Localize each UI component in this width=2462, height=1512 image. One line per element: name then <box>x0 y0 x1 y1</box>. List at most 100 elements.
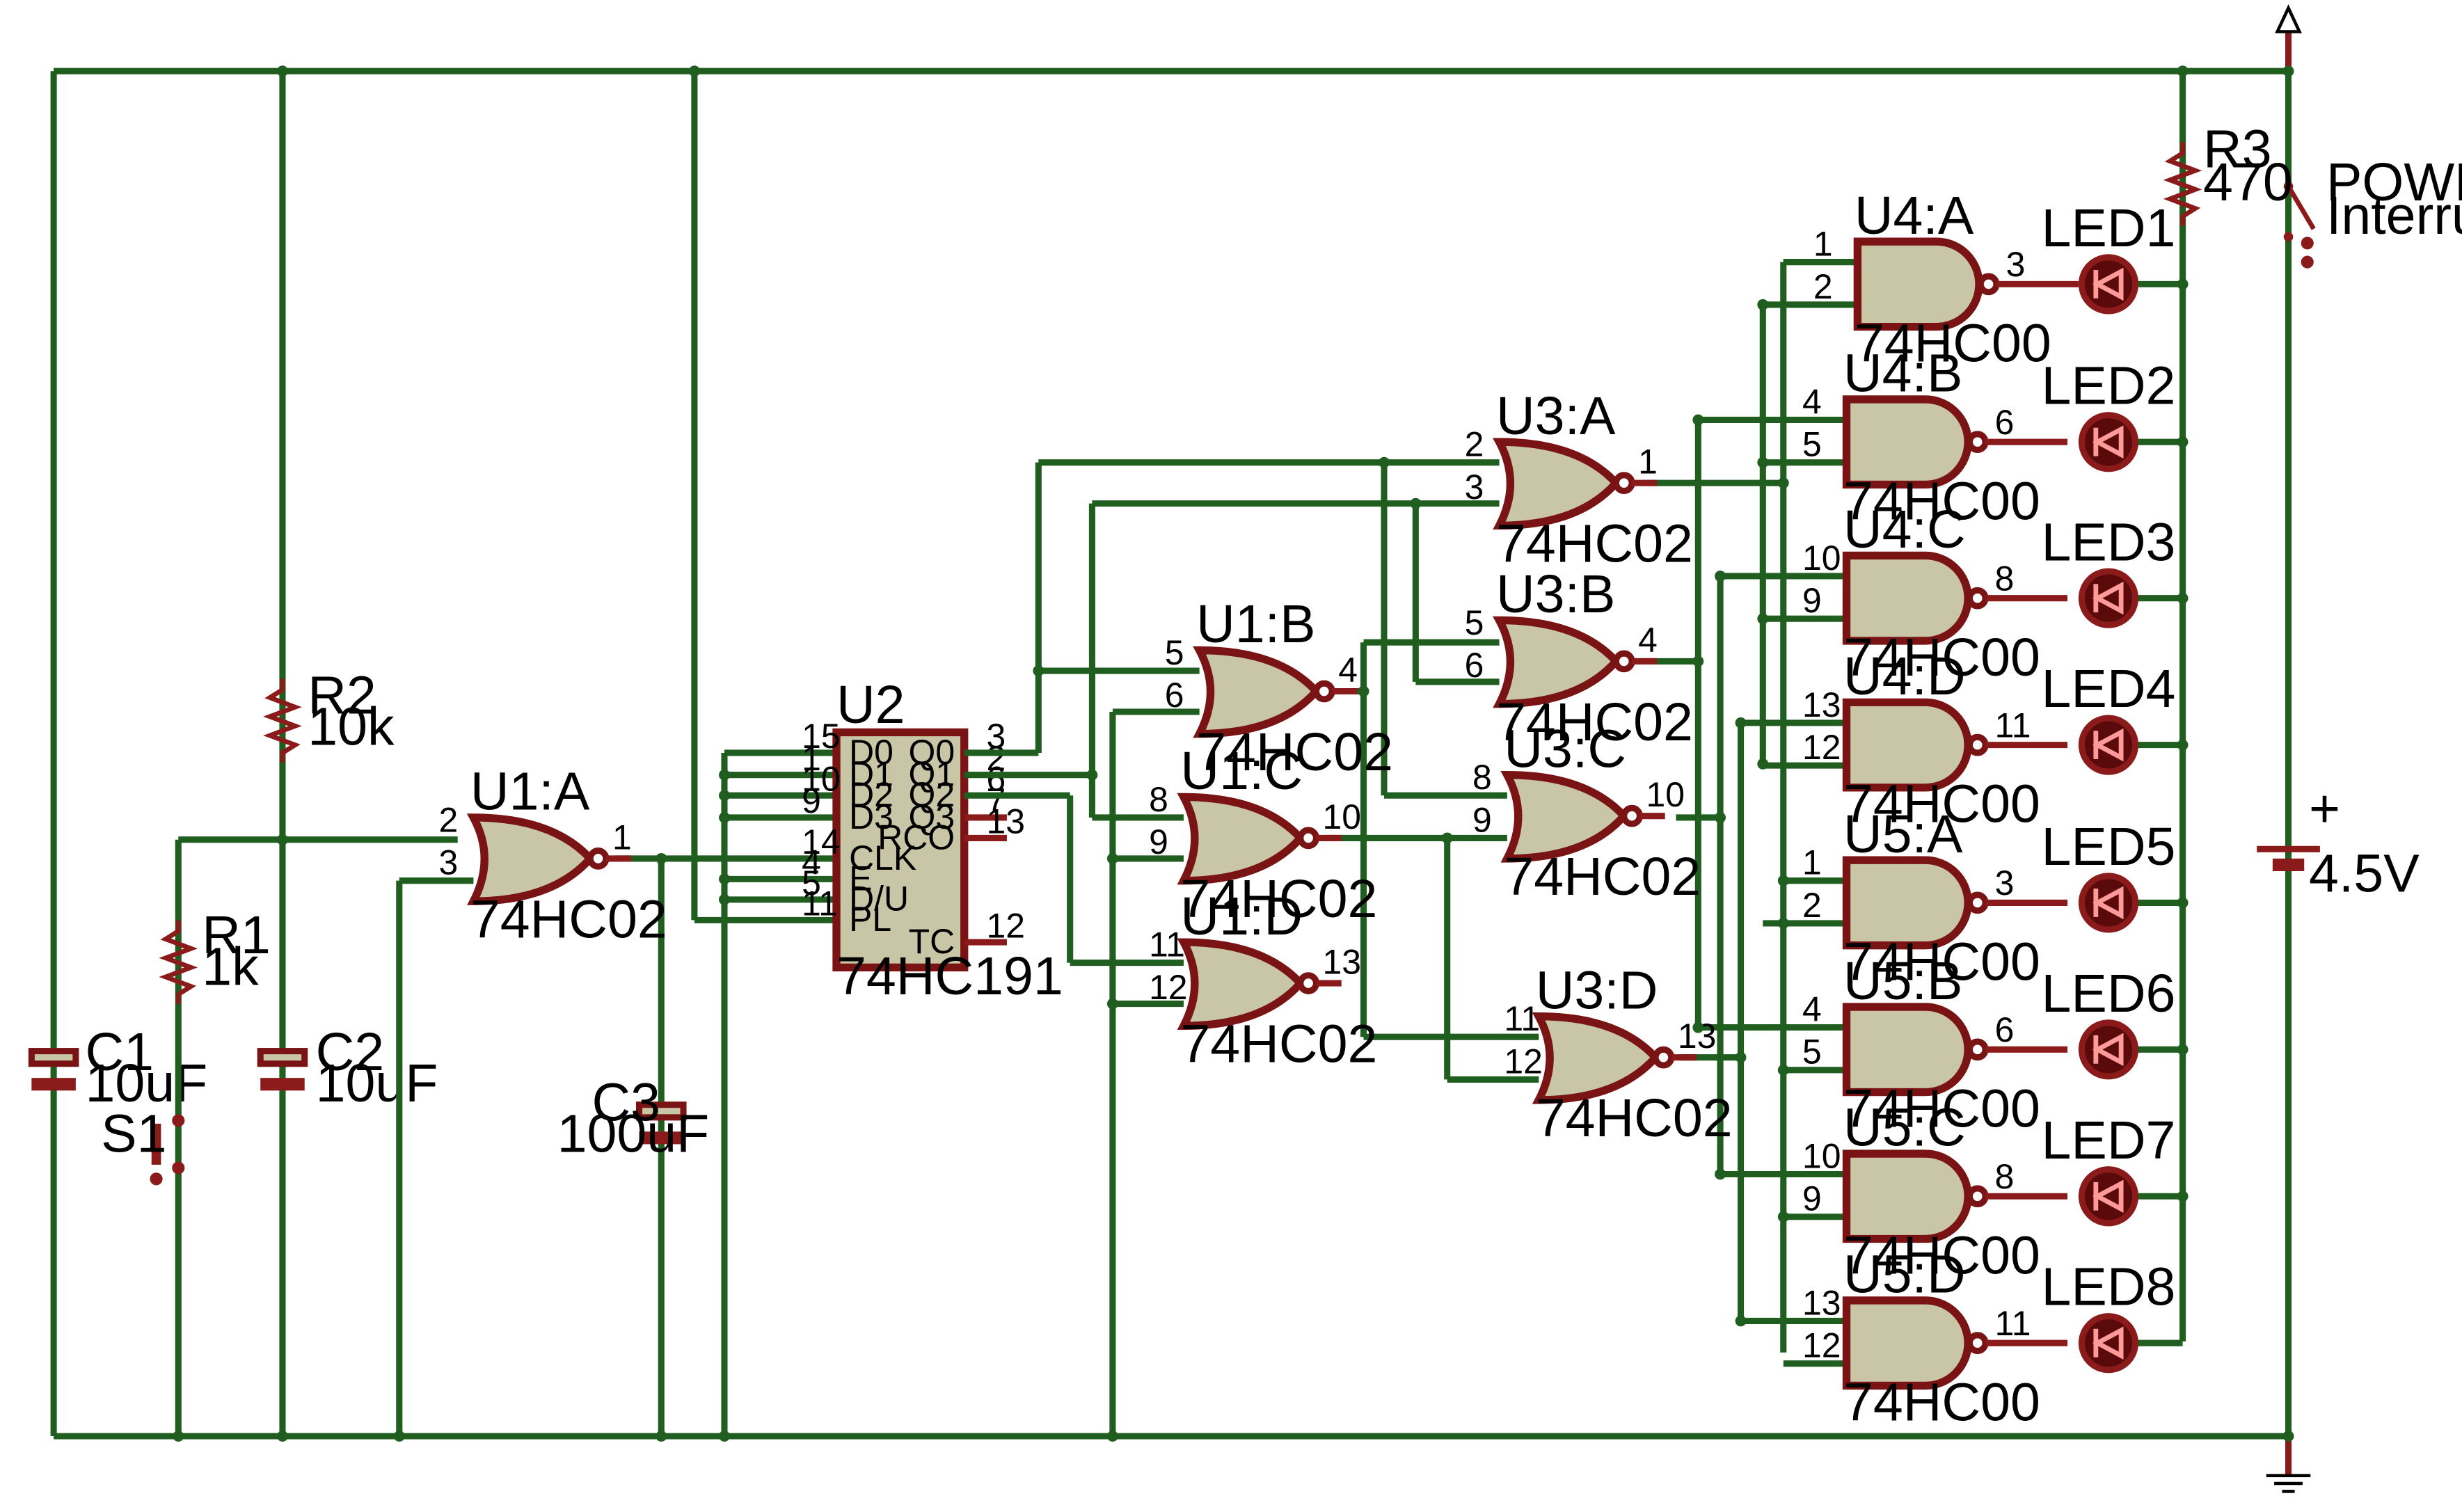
led: LED1 <box>2042 198 2176 315</box>
gate-pin: 2 <box>1813 267 1833 306</box>
gate-part: 74HC02 <box>1536 1088 1733 1148</box>
c1-value: 10uF <box>85 1053 207 1113</box>
gate-pin: 12 <box>1802 1326 1841 1365</box>
u2-pin-number: 4 <box>802 843 821 882</box>
u2-pin-label: D1 <box>849 755 894 794</box>
power-switch-sub: Interrupteur <box>2326 186 2462 246</box>
capacitor-c3: C3 100uF <box>557 858 709 1436</box>
r1-name: R1 <box>202 905 271 965</box>
u2-pin-number: 1 <box>802 739 821 778</box>
r3-name: R3 <box>2203 120 2272 180</box>
u2-pin-label: TC <box>909 922 955 961</box>
gate-pin: 3 <box>438 843 458 882</box>
gate-part: 74HC02 <box>1180 1014 1377 1074</box>
nand-input-wires <box>1698 259 1858 1367</box>
gate-part: 74HC02 <box>1180 869 1377 929</box>
led: LED7 <box>2042 1111 2175 1227</box>
gate-part: 74HC00 <box>1843 471 2040 531</box>
gate-pin: 5 <box>1165 633 1184 672</box>
gate-pin: 9 <box>1149 822 1168 861</box>
capacitor-c2: C2 10uF <box>257 1022 438 1113</box>
gate-name: U3:B <box>1496 564 1615 624</box>
u2-pin-label: Q0 <box>909 733 955 772</box>
led: LED5 <box>2042 817 2176 933</box>
c1-name: C1 <box>85 1022 154 1082</box>
u2-name: U2 <box>836 675 905 735</box>
nand-gates: U4:A74HC00123U4:B74HC00456U4:C74HC001098… <box>1802 186 2079 1432</box>
junction-dots <box>173 65 2294 1442</box>
gate-part: 74HC00 <box>1843 774 2040 834</box>
counter-output-wires <box>964 459 1500 1436</box>
gate-pin: 4 <box>1802 990 1822 1029</box>
gate-pin: 3 <box>1465 468 1484 507</box>
led: LED8 <box>2042 1257 2176 1374</box>
gate-name: U4:B <box>1843 344 1962 404</box>
gate-pin: 2 <box>1465 425 1484 464</box>
gate-part: 74HC00 <box>1843 1079 2040 1138</box>
led-name: LED1 <box>2042 198 2176 258</box>
gate-pin: 4 <box>1802 382 1822 421</box>
gate-pin: 2 <box>438 800 458 839</box>
resistor-r2: R2 10k <box>263 665 395 763</box>
led-name: LED4 <box>2042 659 2176 719</box>
gate-name: U3:C <box>1504 719 1626 779</box>
gate-pin: 4 <box>1338 651 1358 690</box>
u2-pin-number: 11 <box>802 884 838 923</box>
c3-name: C3 <box>591 1072 660 1132</box>
r2-value: 10k <box>308 697 395 757</box>
u2-pin-number: 10 <box>802 759 840 798</box>
gate-pin: 13 <box>1323 942 1361 981</box>
gate-pin: 1 <box>1638 443 1658 482</box>
led-name: LED8 <box>2042 1257 2176 1317</box>
battery-value: 4.5V <box>2309 844 2420 904</box>
u2-pin-label: D2 <box>849 775 894 814</box>
gate-pin: 6 <box>1995 403 2015 442</box>
gate-name: U3:D <box>1536 960 1658 1020</box>
gate-part: 74HC00 <box>1843 1372 2040 1432</box>
gate-pin: 10 <box>1802 1136 1841 1175</box>
gate-name: U1:D <box>1180 886 1303 946</box>
gate-pin: 13 <box>1802 685 1841 724</box>
led-name: LED5 <box>2042 817 2176 877</box>
gate-pin: 11 <box>1995 1304 2031 1343</box>
gate-pin: 10 <box>1323 797 1361 836</box>
power-switch-name: POWER <box>2326 152 2462 212</box>
gate-pin: 6 <box>1165 676 1184 715</box>
gate-name: U1:A <box>470 762 590 822</box>
gate-pin: 9 <box>1802 581 1822 620</box>
gate-pin: 3 <box>1995 864 2015 902</box>
gate-part: 74HC02 <box>470 889 667 949</box>
u2-pin-number: 7 <box>986 781 1006 820</box>
ground-icon <box>2266 1435 2311 1493</box>
gate-part: 74HC00 <box>1855 314 2051 374</box>
gate-pin: 12 <box>1504 1042 1542 1081</box>
gate-part: 74HC00 <box>1843 628 2040 687</box>
u2-pin-number: 13 <box>986 802 1024 841</box>
gate-pin: 1 <box>1813 225 1833 264</box>
u2-pin-number: 6 <box>986 759 1006 798</box>
gate-pin: 4 <box>1638 621 1658 660</box>
gate-part: 74HC02 <box>1496 514 1693 574</box>
gate-pin: 10 <box>1802 539 1841 578</box>
led-name: LED3 <box>2042 512 2176 572</box>
battery-plus: + <box>2309 779 2340 839</box>
gate-pin: 11 <box>1149 925 1185 964</box>
gate-pin: 2 <box>1802 886 1822 925</box>
gate-pin: 9 <box>1472 800 1492 839</box>
gate-pin: 11 <box>1995 706 2031 745</box>
capacitor-c1: C1 10uF <box>28 1022 207 1113</box>
led-name: LED2 <box>2042 356 2176 416</box>
u2-pin-number: 12 <box>986 906 1024 945</box>
gate-pin: 5 <box>1802 1033 1822 1072</box>
u2-pin-label: PL <box>849 900 891 939</box>
gate-part: 74HC02 <box>1496 692 1693 752</box>
